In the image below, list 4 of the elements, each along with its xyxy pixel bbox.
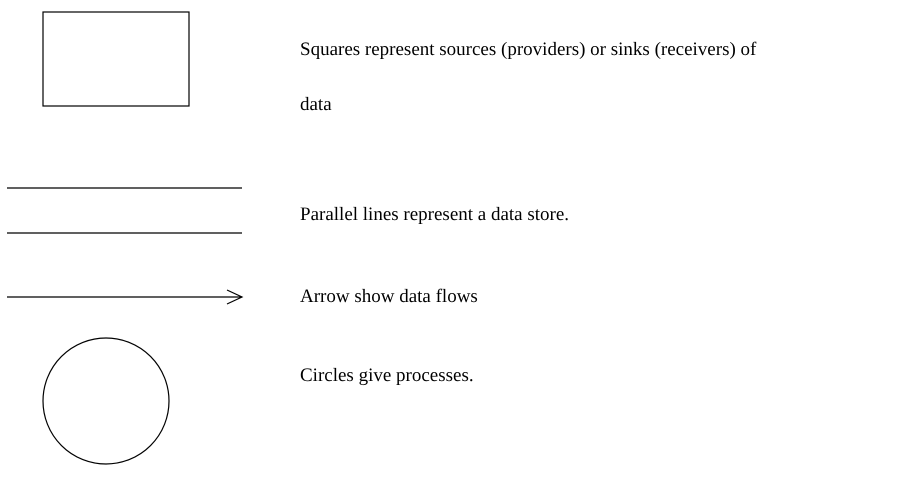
legend-text: Arrow show data flows: [300, 285, 479, 309]
legend-text: Circles give processes.: [300, 364, 475, 388]
legend-text: Squares represent sources (providers) or sinks (receivers) of data: [300, 38, 758, 117]
legend-text: Parallel lines represent a data store.: [300, 203, 570, 227]
